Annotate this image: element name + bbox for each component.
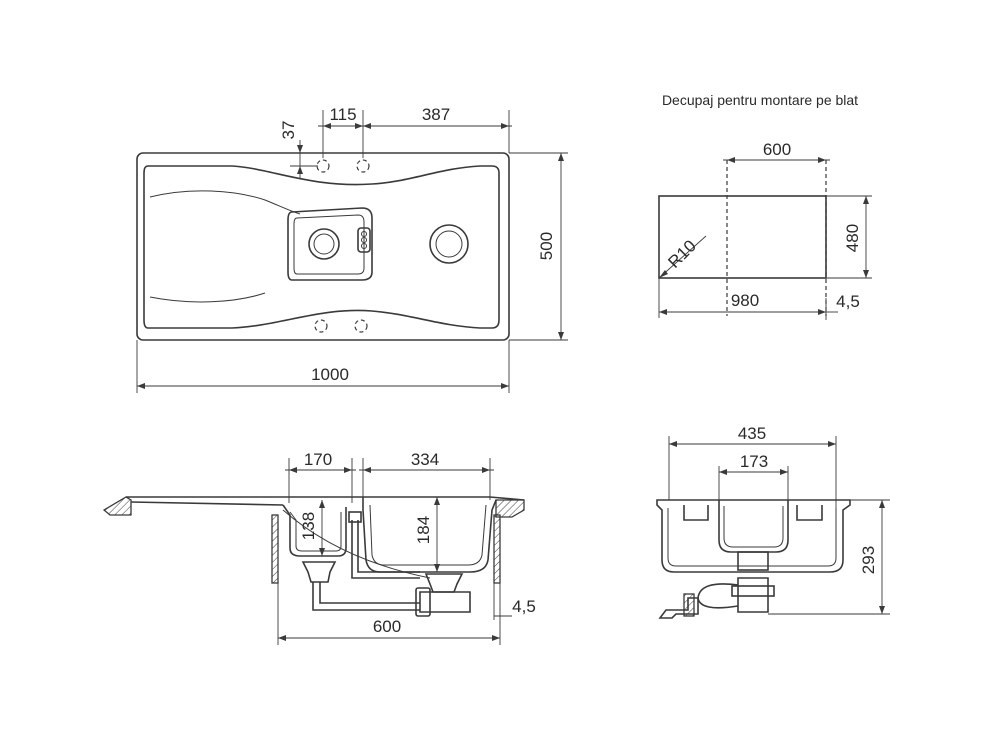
side-dim-293-label: 293 [859,546,878,574]
thin-connector [282,509,431,579]
tap-hole [316,159,330,173]
small-bowl-section [282,504,347,557]
side-bowl-inner [723,506,784,548]
cutout-view: Decupaj pentru montare pe blat 600 480 9… [658,92,872,320]
cutout-radius-label: R10 [664,236,699,271]
tap-hole [356,159,370,173]
overflow-slot [357,227,371,253]
small-drain-pipe [312,582,420,611]
dim-387-label: 387 [422,105,450,124]
countertop-left [102,496,132,516]
drainboard-section [126,496,525,501]
drain-circle-large-inner [435,230,463,258]
cutout-title: Decupaj pentru montare pe blat [662,92,858,108]
cabinet-side-right [493,514,501,584]
side-rim [656,499,851,573]
dim-115-label: 115 [329,105,356,124]
large-bowl-section [362,497,497,573]
dim-170-label: 170 [304,450,332,469]
side-outlet-nut [683,593,695,617]
sink-outline [136,152,510,341]
side-section-view: 435 173 293 [656,424,890,619]
small-bowl-inner [293,214,365,275]
cabinet-side-left [271,514,279,584]
dim-184-label: 184 [414,516,433,544]
side-trap [737,577,769,613]
small-bowl [287,207,373,281]
overflow-pipe-inner [357,520,420,573]
overflow-pipe [351,520,420,579]
tap-hole [314,319,328,333]
drainboard-section-lower [130,501,284,506]
dim-500-label: 500 [537,232,556,260]
trap [419,591,471,613]
side-well-left [683,505,709,521]
trap-nut [415,587,431,617]
dim-138-label: 138 [299,512,318,540]
drainboard-groove [149,190,301,215]
side-dim-173-label: 173 [740,452,768,471]
drainboard-groove [149,292,266,303]
tap-hole [354,319,368,333]
dim-offset-label: 4,5 [512,597,536,616]
drain-circle-small-inner [313,233,335,255]
dim-1000-label: 1000 [311,365,349,384]
small-drain-pipe-inner [319,582,420,604]
dim-334-label: 334 [411,450,439,469]
cutout-dim-600-label: 600 [763,140,791,159]
dim-600-label: 600 [373,617,401,636]
front-section-view: 170 334 138 184 600 4,5 [102,450,536,645]
cutout-rectangle [658,195,827,279]
side-rim-inner [667,508,837,567]
cutout-dim-offset-label: 4,5 [836,292,860,311]
overflow-hole [361,243,367,249]
large-drain [424,573,464,593]
dim-37-label: 37 [279,121,298,140]
overflow-hole [361,231,367,237]
overflow-head [348,511,362,523]
drain-circle-large [429,224,469,264]
side-bowl [718,500,789,553]
side-drain [737,551,769,571]
cutout-dim-480-label: 480 [843,224,862,252]
side-dim-435-label: 435 [738,424,766,443]
side-trap-nut [731,585,775,597]
overflow-hole [361,237,367,243]
side-well-right [796,505,823,521]
top-view: 115 387 37 500 1000 [136,105,568,393]
small-drain [301,561,337,583]
drain-circle-small [308,228,340,260]
large-bowl-section-inner [369,504,487,566]
drainboard-contour [143,165,500,329]
cutout-dim-980-label: 980 [731,291,759,310]
